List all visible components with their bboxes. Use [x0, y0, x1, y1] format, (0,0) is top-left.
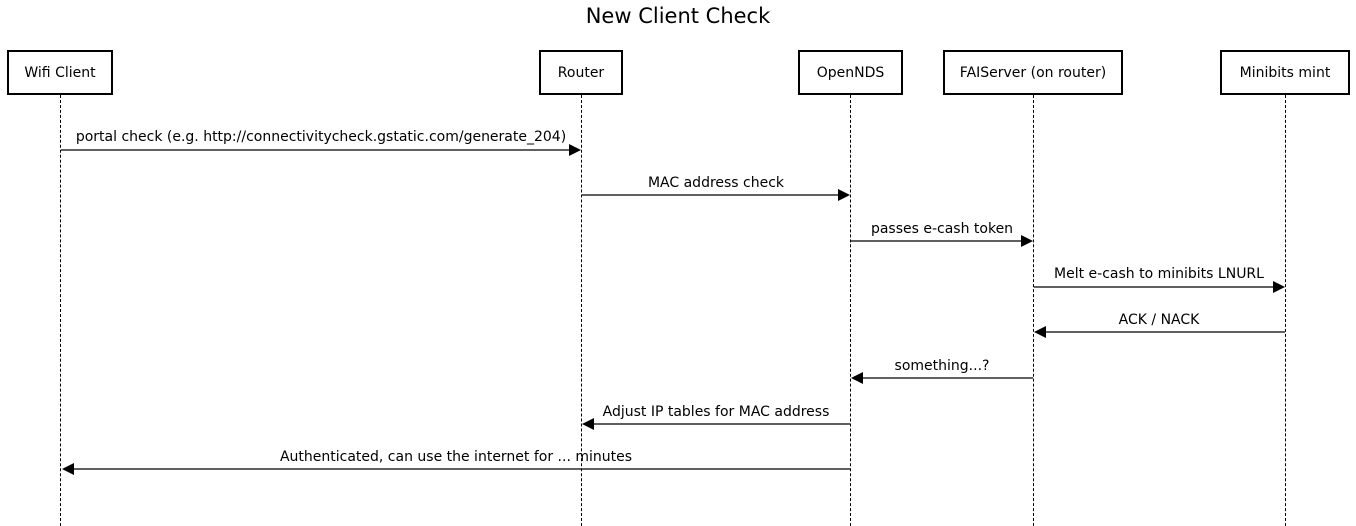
message-label-2: MAC address check — [647, 175, 785, 191]
arrowhead-icon — [62, 463, 74, 475]
lifeline-faiserver — [1033, 95, 1034, 526]
participant-label: Minibits mint — [1239, 64, 1331, 81]
lifeline-wifi-client — [60, 95, 61, 526]
lifeline-router — [581, 95, 582, 526]
participant-label: Wifi Client — [24, 64, 96, 81]
arrowhead-icon — [838, 189, 850, 201]
participant-label: FAIServer (on router) — [959, 64, 1107, 81]
message-label-5: ACK / NACK — [1118, 312, 1200, 328]
participant-wifi-client: Wifi Client — [7, 50, 113, 95]
participant-minibits-mint: Minibits mint — [1220, 50, 1350, 95]
participant-router: Router — [539, 50, 623, 95]
participant-label: OpenNDS — [816, 64, 885, 81]
lifeline-minibits-mint — [1285, 95, 1286, 526]
arrowhead-icon — [1273, 281, 1285, 293]
participant-label: Router — [557, 64, 605, 81]
message-label-3: passes e-cash token — [870, 221, 1014, 237]
diagram-title: New Client Check — [585, 4, 771, 28]
arrowhead-icon — [569, 144, 581, 156]
arrowhead-icon — [1034, 326, 1046, 338]
message-label-7: Adjust IP tables for MAC address — [602, 404, 830, 420]
arrowhead-icon — [1021, 235, 1033, 247]
arrowhead-icon — [582, 418, 594, 430]
lifeline-opennds — [850, 95, 851, 526]
message-label-1: portal check (e.g. http://connectivitych… — [75, 129, 567, 145]
message-label-6: something...? — [894, 358, 990, 374]
message-label-4: Melt e-cash to minibits LNURL — [1054, 266, 1264, 282]
message-label-8: Authenticated, can use the internet for … — [279, 449, 633, 465]
arrowhead-icon — [851, 372, 863, 384]
participant-faiserver: FAIServer (on router) — [943, 50, 1123, 95]
participant-opennds: OpenNDS — [798, 50, 903, 95]
